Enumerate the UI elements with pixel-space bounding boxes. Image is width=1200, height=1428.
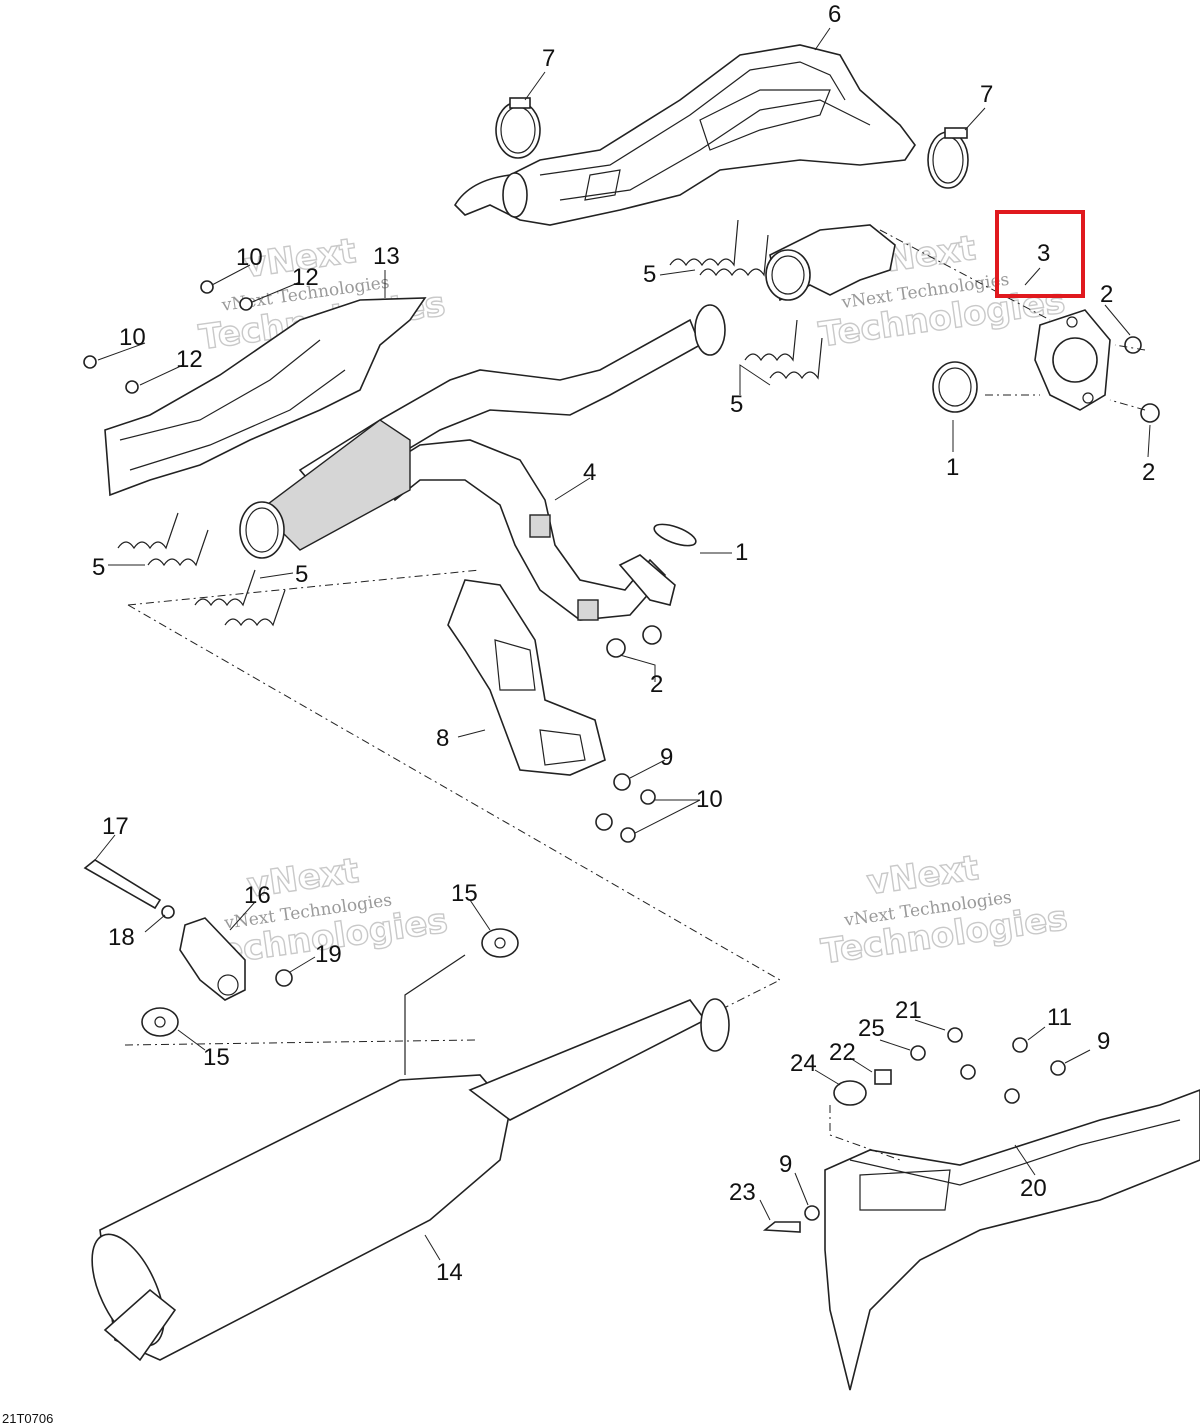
callout-7[interactable]: 7 [980, 81, 993, 108]
callout-20[interactable]: 20 [1020, 1175, 1047, 1202]
callout-10[interactable]: 10 [119, 324, 146, 351]
assembly-line [127, 569, 481, 606]
callout-19[interactable]: 19 [315, 941, 342, 968]
callout-23[interactable]: 23 [729, 1179, 756, 1206]
part-13-heat-shield[interactable] [104, 297, 427, 497]
part-7-clamp-left[interactable] [495, 97, 541, 159]
callout-10[interactable]: 10 [236, 244, 263, 271]
callout-9[interactable]: 9 [660, 744, 673, 771]
callout-5[interactable]: 5 [643, 261, 656, 288]
part-6-heat-shield[interactable] [453, 44, 916, 226]
highlight-box-part-3 [995, 210, 1085, 298]
part-9-washer-mid[interactable] [595, 773, 631, 831]
watermark-top-right: vNext vNext Technologies Technologies [816, 227, 1069, 356]
part-23-bolt[interactable] [762, 1221, 801, 1233]
callout-5[interactable]: 5 [295, 561, 308, 588]
part-15-grommet-right[interactable] [481, 928, 519, 958]
part-22-spacer[interactable] [874, 1069, 892, 1085]
drawing-code-label: 21T0706 [2, 1411, 54, 1426]
part-1-gasket-left[interactable] [652, 520, 699, 550]
callout-4[interactable]: 4 [583, 459, 596, 486]
part-16-bracket[interactable] [179, 917, 246, 1001]
assembly-line [985, 344, 1146, 411]
part-2-nut-upper-right[interactable] [1124, 336, 1142, 354]
callout-14[interactable]: 14 [436, 1259, 463, 1286]
part-5-springs-mid-right[interactable] [744, 319, 823, 380]
callout-6[interactable]: 6 [828, 1, 841, 28]
callout-21[interactable]: 21 [895, 997, 922, 1024]
callout-11[interactable]: 11 [1047, 1004, 1072, 1031]
part-9-washer-lower[interactable] [804, 1205, 820, 1221]
part-flange-right[interactable] [1034, 309, 1111, 411]
part-4-exhaust-pipe[interactable] [239, 304, 726, 621]
leader-lines [94, 27, 1151, 1261]
callout-9[interactable]: 9 [779, 1151, 792, 1178]
callout-5[interactable]: 5 [92, 554, 105, 581]
watermark-bottom-right: vNext vNext Technologies Technologies [818, 847, 1071, 973]
callout-7[interactable]: 7 [542, 45, 555, 72]
callout-12[interactable]: 12 [292, 264, 319, 291]
part-24-grommet[interactable] [833, 1080, 867, 1106]
part-21-bolt[interactable] [947, 1027, 963, 1043]
callout-13[interactable]: 13 [373, 243, 400, 270]
part-15-grommet-left[interactable] [141, 1007, 179, 1037]
callout-3[interactable]: 3 [1037, 240, 1050, 267]
callout-2[interactable]: 2 [1100, 281, 1113, 308]
callout-25[interactable]: 25 [858, 1015, 885, 1042]
part-12-washers-top-left[interactable] [125, 297, 253, 394]
callout-9[interactable]: 9 [1097, 1028, 1110, 1055]
callout-5[interactable]: 5 [730, 391, 743, 418]
assembly-line [829, 1105, 901, 1161]
part-3-pipe-section[interactable] [765, 224, 1051, 321]
part-9-washers-right[interactable] [1004, 1060, 1066, 1104]
callout-8[interactable]: 8 [436, 725, 449, 752]
part-19-nut[interactable] [275, 969, 293, 987]
callout-17[interactable]: 17 [102, 813, 129, 840]
callout-1[interactable]: 2 [1142, 459, 1155, 486]
assembly-line [124, 1039, 476, 1046]
part-5-springs-left-lower[interactable] [194, 569, 286, 627]
part-1-gasket-right[interactable] [932, 361, 978, 413]
callout-10[interactable]: 10 [696, 786, 723, 813]
part-5-springs-left-upper[interactable] [117, 512, 209, 567]
assembly-line [127, 604, 782, 1011]
part-20-heat-shield[interactable] [824, 1089, 1200, 1391]
callout-18[interactable]: 18 [108, 924, 135, 951]
callout-1[interactable]: 1 [946, 454, 959, 481]
callout-15[interactable]: 15 [451, 880, 478, 907]
callout-24[interactable]: 24 [790, 1050, 817, 1077]
part-17-bolt[interactable] [83, 859, 162, 910]
callout-12[interactable]: 12 [176, 346, 203, 373]
part-2-nuts-left[interactable] [606, 625, 662, 658]
part-2-nut-lower-right[interactable] [1140, 403, 1160, 423]
callout-15[interactable]: 15 [203, 1044, 230, 1071]
callout-1[interactable]: 1 [735, 539, 748, 566]
part-14-muffler[interactable] [77, 954, 730, 1362]
callout-labels: 2 1 1 2 2 3 4 5 5 5 5 6 7 7 8 9 9 9 10 1… [92, 1, 1155, 1286]
callout-16[interactable]: 16 [244, 882, 271, 909]
callout-22[interactable]: 22 [829, 1039, 856, 1066]
part-7-clamp-right[interactable] [927, 127, 969, 189]
part-5-springs-top-right[interactable] [669, 219, 769, 277]
part-25-washer[interactable] [910, 1045, 926, 1061]
callout-2[interactable]: 2 [650, 671, 663, 698]
part-8-heat-shield[interactable] [447, 579, 606, 776]
part-11-bolts[interactable] [960, 1037, 1028, 1080]
part-10-bolts-top-left[interactable] [83, 280, 214, 369]
part-10-nuts-mid[interactable] [620, 789, 656, 843]
